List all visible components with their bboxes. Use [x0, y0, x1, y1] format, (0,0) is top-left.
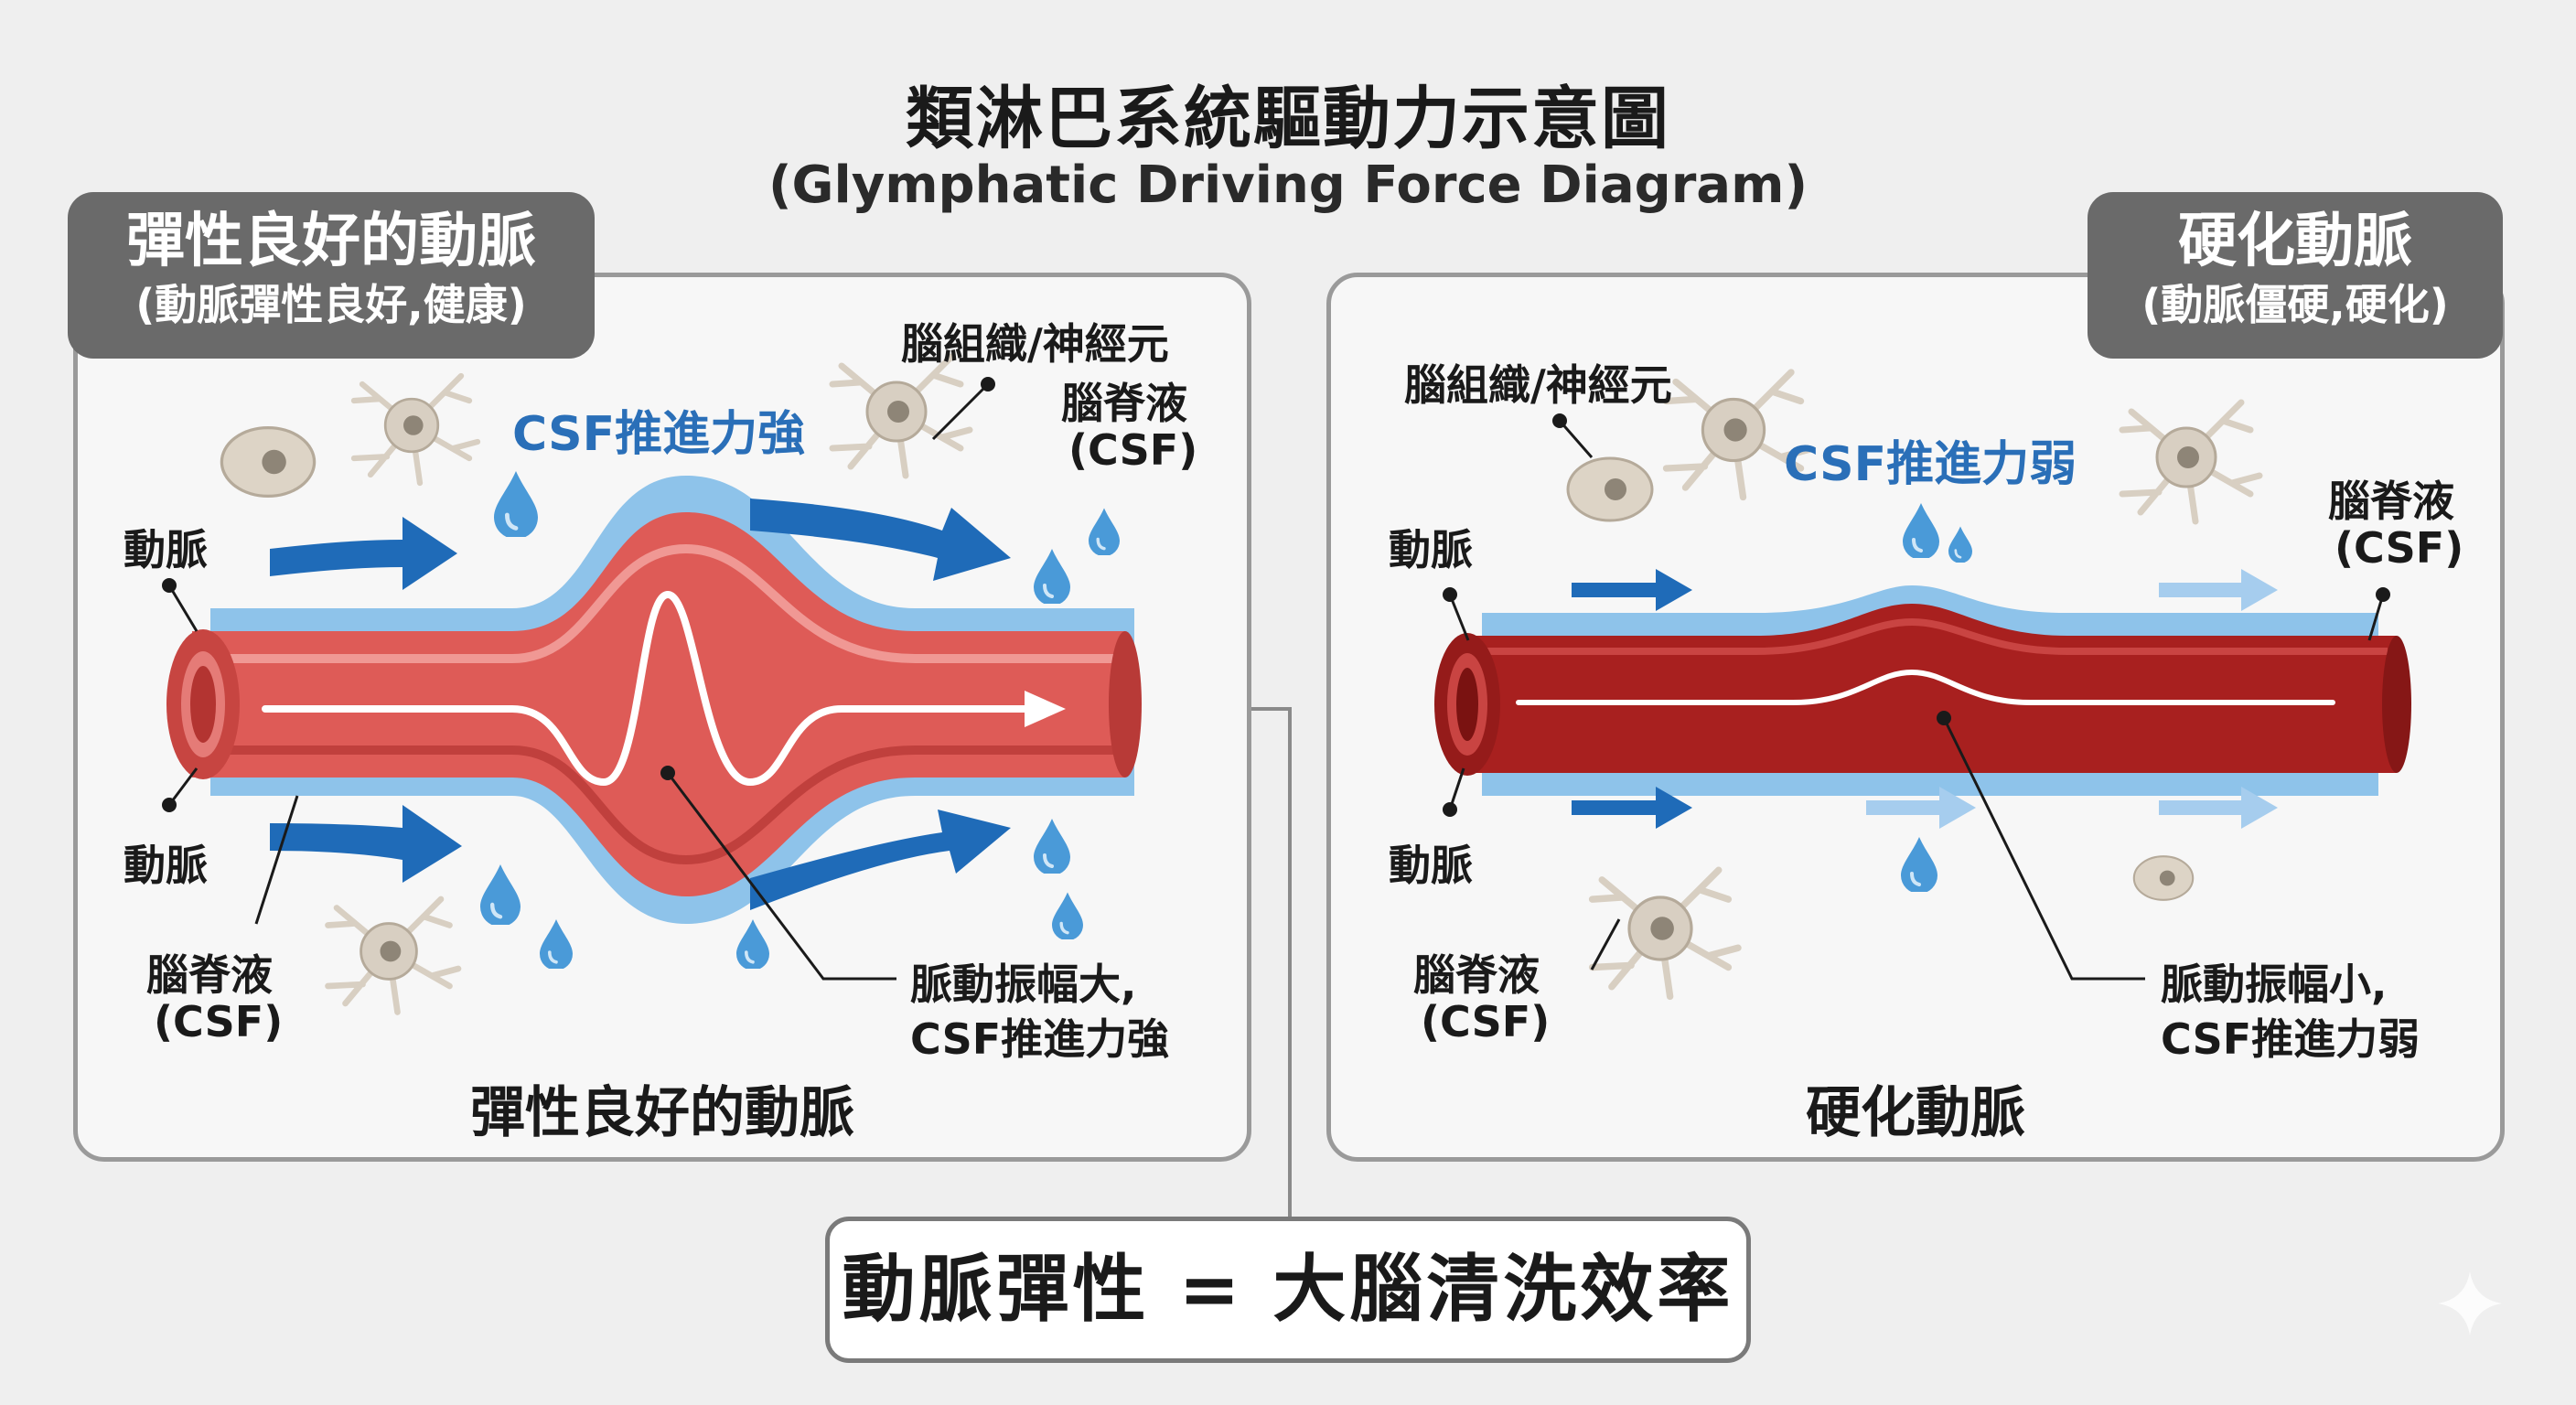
csf-drop-icon — [1034, 819, 1070, 874]
cell-icon — [1566, 456, 1654, 522]
neuron-icon — [832, 357, 970, 476]
right-bottom-title: 硬化動脈 — [1806, 1081, 2025, 1145]
page-title: 類淋巴系統驅動力示意圖 — [906, 80, 1670, 158]
right-pulse-line2: CSF推進力弱 — [2161, 1014, 2420, 1064]
right-artery-bottom: 動脈 — [1389, 841, 1473, 890]
neuron-icon — [2122, 402, 2259, 521]
left-pulse-line2: CSF推進力強 — [910, 1014, 1170, 1064]
right-brain-tissue: 腦組織/神經元 — [1404, 360, 1672, 410]
csf-drop-icon — [494, 471, 538, 539]
left-tag-subtitle: (動脈彈性良好,健康) — [135, 280, 527, 329]
neuron-icon — [1593, 870, 1738, 996]
csf-drop-icon — [1089, 508, 1120, 555]
page-subtitle: (Glymphatic Driving Force Diagram) — [767, 156, 1809, 215]
csf-drop-icon — [540, 919, 573, 969]
summary-box: 動脈彈性 = 大腦清洗效率 — [825, 1217, 1751, 1363]
csf-drop-icon — [1948, 526, 1972, 563]
left-brain-tissue: 腦組織/神經元 — [901, 319, 1169, 369]
left-csf-left-line1: 腦脊液 — [146, 950, 273, 1000]
csf-drop-icon — [1903, 503, 1939, 558]
right-flow-arrows — [1572, 569, 2278, 829]
right-tag: 硬化動脈 (動脈僵硬,硬化) — [2088, 192, 2503, 359]
left-csf-left-line2: (CSF) — [154, 997, 284, 1046]
cell-icon — [2132, 855, 2195, 901]
right-csf-left-line1: 腦脊液 — [1413, 950, 1540, 1000]
left-tag-title: 彈性良好的動脈 — [126, 208, 536, 275]
left-artery-bottom: 動脈 — [123, 841, 208, 890]
right-csf-line2: (CSF) — [2334, 523, 2464, 573]
right-tag-title: 硬化動脈 — [2178, 208, 2412, 275]
neuron-icon — [354, 376, 478, 483]
right-pulse-line1: 脈動振幅小, — [2161, 960, 2388, 1009]
right-csf-line1: 腦脊液 — [2328, 477, 2454, 526]
left-csf-force: CSF推進力強 — [512, 407, 806, 462]
csf-drop-icon — [1034, 549, 1070, 604]
left-csf-line1: 腦脊液 — [1061, 379, 1187, 428]
right-csf-force: CSF推進力弱 — [1784, 437, 2077, 492]
sparkle-icon — [2438, 1271, 2502, 1335]
right-tag-subtitle: (動脈僵硬,硬化) — [2141, 280, 2449, 329]
csf-drop-icon — [1901, 837, 1937, 892]
left-csf-line2: (CSF) — [1068, 425, 1198, 475]
right-csf-left-line2: (CSF) — [1421, 997, 1551, 1046]
csf-drop-icon — [736, 919, 769, 969]
csf-drop-icon — [1052, 892, 1083, 939]
left-bottom-title: 彈性良好的動脈 — [470, 1081, 854, 1145]
left-tag: 彈性良好的動脈 (動脈彈性良好,健康) — [68, 192, 595, 359]
left-flow-arrows — [270, 499, 1011, 910]
left-pulse-line1: 脈動振幅大, — [910, 960, 1137, 1009]
left-artery-top: 動脈 — [123, 525, 208, 574]
cell-icon — [220, 425, 317, 499]
neuron-icon — [328, 899, 459, 1013]
csf-drop-icon — [480, 864, 521, 927]
right-artery-top: 動脈 — [1389, 525, 1473, 574]
